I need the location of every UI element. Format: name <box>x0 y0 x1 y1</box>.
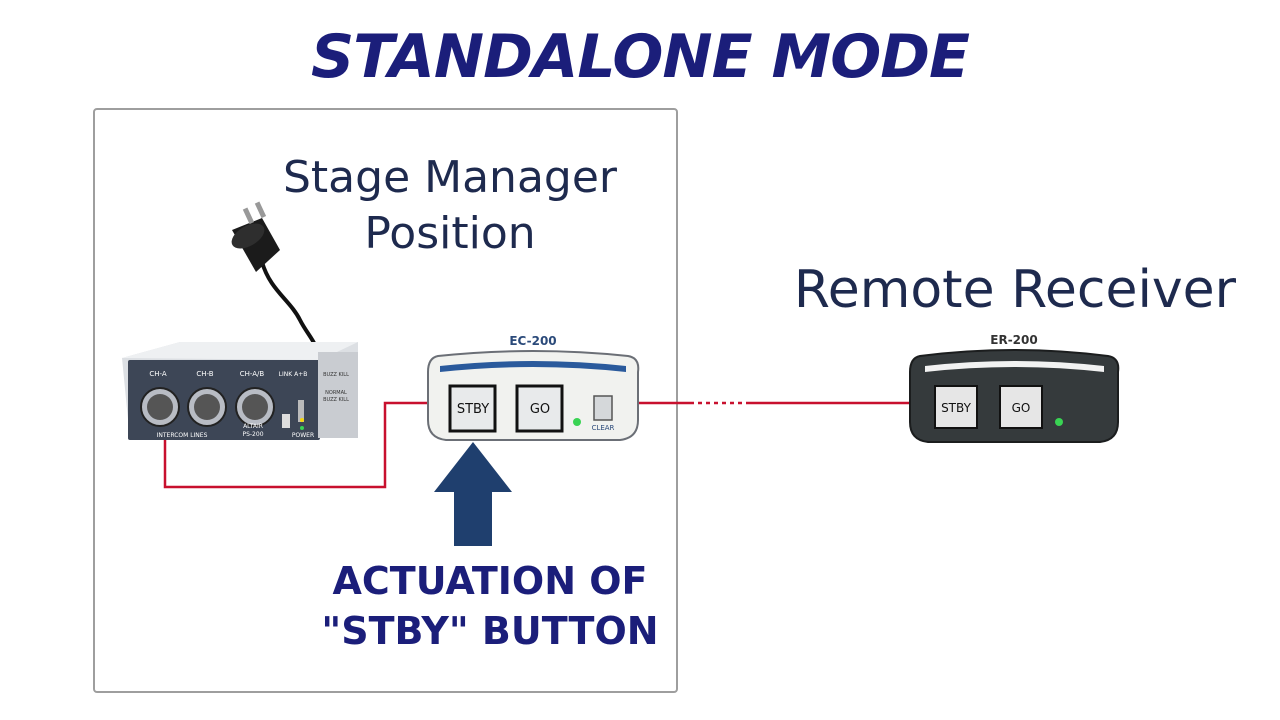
ec200-model-label: EC-200 <box>509 334 556 348</box>
actuation-line1: ACTUATION OF <box>332 559 648 603</box>
er200-device: ER-200 STBY GO <box>909 333 1120 443</box>
ps200-label-power: POWER <box>292 432 314 439</box>
er200-stby-button[interactable] <box>934 385 978 429</box>
er200-model-label: ER-200 <box>990 333 1037 347</box>
ec200-stby-button[interactable] <box>448 384 497 433</box>
actuation-caption: ACTUATION OF "STBY" BUTTON <box>300 556 680 656</box>
ps200-model: PS-200 <box>242 431 263 438</box>
ps200-label-cha: CH-A <box>149 370 167 378</box>
er200-stby-label: STBY <box>941 401 972 415</box>
page-title: STANDALONE MODE <box>310 22 970 92</box>
ps200-label-chb: CH-B <box>196 370 213 378</box>
ps200-label-buzz: BUZZ KILL <box>323 372 349 378</box>
ec200-go-label: GO <box>530 402 550 417</box>
ec200-device: EC-200 STBY GO CLEAR <box>427 334 640 441</box>
cable-lines <box>163 401 910 489</box>
er200-go-button[interactable] <box>999 385 1043 429</box>
stage-manager-box <box>93 108 678 693</box>
stage-manager-title-line2: Position <box>364 208 536 259</box>
ps200-label-normal: NORMAL <box>325 390 347 396</box>
er200-go-label: GO <box>1012 401 1031 415</box>
ps200-label-chab: CH-A/B <box>240 370 265 378</box>
ec200-clear-button[interactable] <box>593 395 613 421</box>
stage-manager-title-line1: Stage Manager <box>283 152 617 203</box>
ec200-stby-label: STBY <box>457 402 489 417</box>
power-plug-icon <box>231 201 317 346</box>
actuation-line2: "STBY" BUTTON <box>321 609 659 653</box>
ps200-label-buzz-kill: BUZZ KILL <box>323 397 349 403</box>
ec200-go-button[interactable] <box>515 384 564 433</box>
stage-manager-title: Stage Manager Position <box>240 150 660 262</box>
ps200-label-intercom: INTERCOM LINES <box>157 432 208 439</box>
remote-receiver-title: Remote Receiver <box>793 260 1237 320</box>
ps200-label-link: LINK A+B <box>279 371 308 378</box>
ec200-clear-label: CLEAR <box>592 424 615 432</box>
ec200-led <box>573 418 581 426</box>
ps200-device: CH-A CH-B CH-A/B LINK A+B BUZZ KILL NORM… <box>122 342 358 440</box>
er200-led <box>1055 418 1063 426</box>
ps200-brand: ALTAIR <box>243 423 263 430</box>
up-arrow-icon <box>434 442 512 546</box>
